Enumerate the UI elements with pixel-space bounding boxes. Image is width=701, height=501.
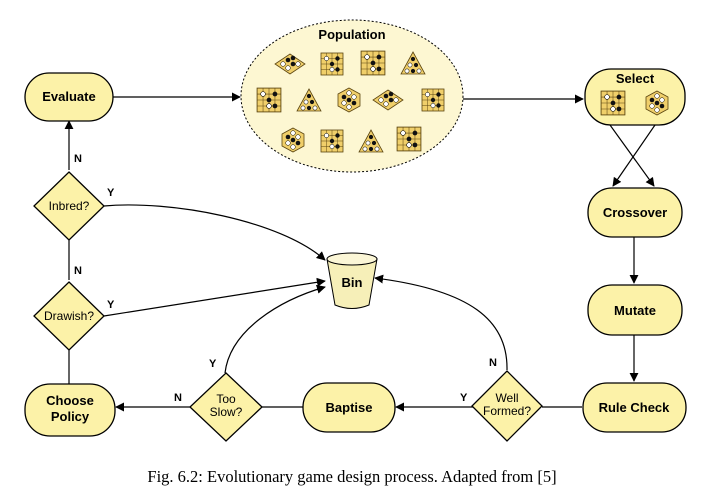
edge-select-crossover-a: [609, 124, 655, 187]
edge-inbred-bin: [103, 204, 326, 261]
drawish-no-label: N: [74, 265, 82, 277]
board-square-icon: [396, 126, 422, 152]
mutate-node: Mutate: [587, 284, 683, 336]
rule-check-node: Rule Check: [582, 382, 687, 433]
inbred-yes-label: Y: [107, 187, 115, 199]
too-slow-decision: Too Slow?: [189, 372, 263, 442]
well-formed-label-2: Formed?: [483, 404, 531, 418]
crossover-node: Crossover: [587, 187, 683, 238]
select-label: Select: [616, 71, 655, 86]
well-formed-no-label: N: [489, 357, 497, 369]
board-square-icon: [320, 52, 344, 76]
drawish-label: Drawish?: [44, 309, 94, 323]
too-slow-label-2: Slow?: [210, 405, 243, 419]
edge-wellformed-bin: [374, 274, 508, 371]
board-square-icon: [421, 88, 445, 112]
figure-caption: Fig. 6.2: Evolutionary game design proce…: [147, 467, 556, 486]
rule-check-label: Rule Check: [599, 400, 671, 415]
baptise-node: Baptise: [302, 382, 396, 433]
drawish-yes-label: Y: [107, 299, 115, 311]
board-square-icon: [360, 50, 386, 76]
mutate-label: Mutate: [614, 303, 656, 318]
edge-drawish-bin: [103, 277, 326, 317]
board-square-icon: [320, 129, 344, 153]
well-formed-yes-label: Y: [460, 392, 468, 404]
population-node: Population: [240, 19, 464, 173]
well-formed-decision: Well Formed?: [471, 370, 543, 442]
bin-node: Bin: [326, 252, 378, 309]
too-slow-label-1: Too: [216, 392, 236, 406]
inbred-label: Inbred?: [49, 199, 90, 213]
choose-policy-label-2: Policy: [51, 409, 90, 424]
board-square-icon: [256, 87, 282, 113]
too-slow-yes-label: Y: [209, 358, 217, 370]
inbred-no-label: N: [74, 153, 82, 165]
drawish-decision: Drawish?: [33, 281, 105, 351]
well-formed-label-1: Well: [495, 391, 518, 405]
population-label: Population: [318, 27, 385, 42]
edge-tooslow-bin: [224, 284, 326, 374]
inbred-decision: Inbred?: [33, 171, 105, 241]
choose-policy-label-1: Choose: [46, 393, 94, 408]
choose-policy-node: Choose Policy: [24, 383, 116, 437]
board-square-icon: [600, 90, 626, 116]
crossover-label: Crossover: [603, 205, 667, 220]
baptise-label: Baptise: [326, 400, 373, 415]
bin-label: Bin: [342, 275, 363, 290]
too-slow-no-label: N: [174, 392, 182, 404]
evaluate-label: Evaluate: [42, 89, 95, 104]
select-node: Select: [584, 68, 686, 126]
evaluate-node: Evaluate: [24, 72, 114, 122]
edge-select-crossover-b: [612, 124, 656, 187]
branch-labels: Y N Y N Y N Y N: [74, 153, 497, 404]
